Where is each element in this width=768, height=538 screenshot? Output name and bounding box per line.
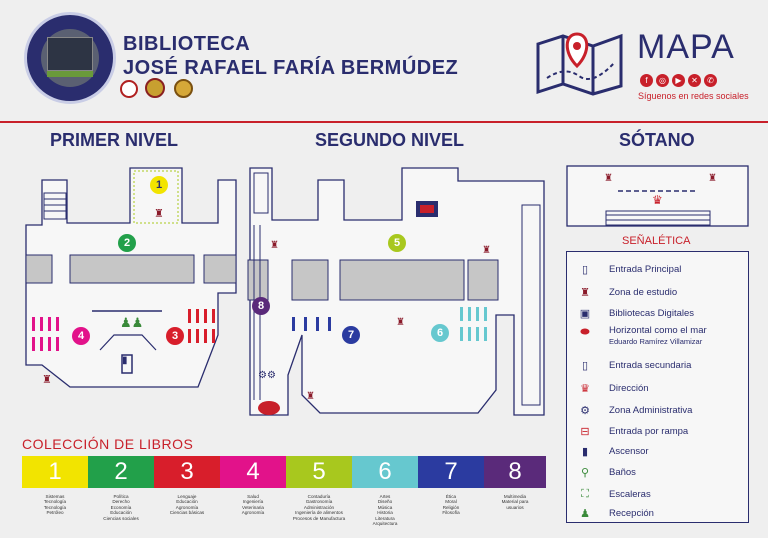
whatsapp-icon[interactable]: ✆ [704, 74, 717, 87]
legend-row-main-entrance: ▯Entrada Principal [577, 262, 681, 276]
second-floor-plan: 5 6 7 8 ⚙⚙ ♜ ♜ ♜ ♜ [246, 165, 546, 420]
artwork-icon: ⬬ [580, 325, 590, 338]
collection-cell-5[interactable]: 5 [286, 456, 352, 488]
collection-desc-6: Artes Diseño Música Historia Literatura … [372, 494, 398, 527]
collection-cell-6[interactable]: 6 [352, 456, 418, 488]
instagram-icon[interactable]: ◎ [656, 74, 669, 87]
collection-desc-8: Multimedia Material para usuarios [501, 494, 529, 510]
study-icon: ♜ [306, 391, 315, 402]
legend-row-elevator: ▮Ascensor [577, 444, 649, 458]
reception-icon: ♟♟ [120, 315, 144, 330]
facebook-icon[interactable]: f [640, 74, 653, 87]
legend-row-ramp: ⊟Entrada por rampa [577, 424, 688, 438]
elevator-icon: ▮ [581, 445, 589, 458]
shelves-7 [292, 317, 331, 331]
first-floor-plan: 1 2 3 4 ♟♟ ♜ ♜ ▮ [22, 165, 240, 390]
collection-cell-3[interactable]: 3 [154, 456, 220, 488]
mapa-title: MAPA [637, 28, 735, 66]
social-icons: f ◎ ▶ ✕ ✆ [640, 74, 720, 87]
study-icon: ♜ [154, 208, 164, 220]
basement-heading: SÓTANO [619, 130, 695, 150]
collection-cell-4[interactable]: 4 [220, 456, 286, 488]
elevator-icon: ▮ [122, 355, 128, 366]
reception-icon: ♟ [580, 507, 590, 520]
collection-desc-7: Ética Moral Religión Filosofía [442, 494, 460, 516]
header-divider [0, 121, 768, 123]
door-icon: ▯ [581, 359, 589, 372]
basement-director-icon: ♛ [652, 193, 663, 207]
door-icon: ▯ [581, 263, 589, 276]
x-icon[interactable]: ✕ [688, 74, 701, 87]
collection-cell-7[interactable]: 7 [418, 456, 484, 488]
collection-marker-7[interactable]: 7 [342, 326, 360, 344]
social-caption: Síguenos en redes sociales [638, 91, 749, 101]
map-icon [535, 32, 625, 101]
signage-legend: ▯Entrada Principal ♜Zona de estudio ▣Bib… [566, 251, 749, 523]
seal-1-icon [120, 80, 138, 98]
seal-2-icon [145, 78, 165, 98]
collection-desc-2: Política Derecho Economía Educación Cien… [103, 494, 139, 521]
computer-icon [416, 201, 438, 217]
basement-plan: ♜ ♜ ♛ [566, 165, 749, 227]
collection-marker-8[interactable]: 8 [252, 297, 270, 315]
library-logo [24, 12, 116, 104]
legend-row-admin: ⚙Zona Administrativa [577, 403, 692, 417]
collection-cell-1[interactable]: 1 [22, 456, 88, 488]
collection-desc-3: Lenguaje Educación Agronomía Ciencias bá… [169, 494, 205, 516]
collection-marker-6[interactable]: 6 [431, 324, 449, 342]
legend-row-reception: ♟Recepción [577, 506, 654, 520]
shelves-3b [188, 329, 215, 343]
admin-icon: ⚙⚙ [258, 370, 276, 381]
second-level-heading: SEGUNDO NIVEL [315, 130, 465, 150]
basement-study-icon: ♜ [604, 173, 613, 184]
title-line-2: JOSÉ RAFAEL FARÍA BERMÚDEZ [123, 57, 459, 79]
collection-title: COLECCIÓN DE LIBROS [22, 436, 194, 452]
legend-row-restroom: ⚲Baños [577, 465, 636, 479]
legend-row-digital: ▣Bibliotecas Digitales [577, 306, 694, 320]
study-icon: ♜ [580, 286, 590, 299]
collection-marker-3[interactable]: 3 [166, 327, 184, 345]
admin-icon: ⚙ [580, 404, 590, 417]
restroom-icon: ⚲ [580, 466, 590, 479]
study-icon: ♜ [396, 317, 405, 328]
study-icon: ♜ [270, 240, 279, 251]
study-icon: ♜ [482, 245, 491, 256]
collection-desc-1: Sistemas Tecnología Tecnología Petróleo [43, 494, 67, 516]
shelves-6 [460, 307, 487, 321]
collection-marker-5[interactable]: 5 [388, 234, 406, 252]
shelves-4 [32, 317, 59, 331]
title-line-1: BIBLIOTECA [123, 33, 251, 55]
legend-row-secondary-entrance: ▯Entrada secundaria [577, 358, 691, 372]
shelves-6b [460, 327, 487, 341]
shelves-4b [32, 337, 59, 351]
collection-bar: 1 2 3 4 5 6 7 8 Sistemas Tecnología Tecn… [22, 456, 546, 534]
study-icon: ♜ [42, 374, 52, 386]
legend-row-stairs: ⛶Escaleras [577, 487, 651, 501]
seal-3-icon [174, 79, 193, 98]
collection-marker-1[interactable]: 1 [150, 176, 168, 194]
director-icon: ♛ [580, 382, 590, 395]
collection-cell-8[interactable]: 8 [484, 456, 546, 488]
stairs-icon: ⛶ [581, 487, 589, 500]
legend-row-direction: ♛Dirección [577, 381, 649, 395]
ramp-icon: ⊟ [580, 425, 590, 438]
collection-desc-4: Salud Ingeniería Veterinaria Agronomía [241, 494, 265, 516]
basement-study-icon: ♜ [708, 173, 717, 184]
first-level-heading: PRIMER NIVEL [50, 130, 179, 150]
youtube-icon[interactable]: ▶ [672, 74, 685, 87]
collection-cell-2[interactable]: 2 [88, 456, 154, 488]
shelves-3 [188, 309, 215, 323]
collection-desc-5: Contaduría Gastronomía Administración In… [292, 494, 346, 521]
legend-row-study: ♜Zona de estudio [577, 285, 677, 299]
collection-marker-2[interactable]: 2 [118, 234, 136, 252]
signage-title: SEÑALÉTICA [622, 235, 691, 247]
collection-marker-4[interactable]: 4 [72, 327, 90, 345]
artwork-icon [258, 401, 280, 415]
computer-icon: ▣ [579, 307, 591, 320]
